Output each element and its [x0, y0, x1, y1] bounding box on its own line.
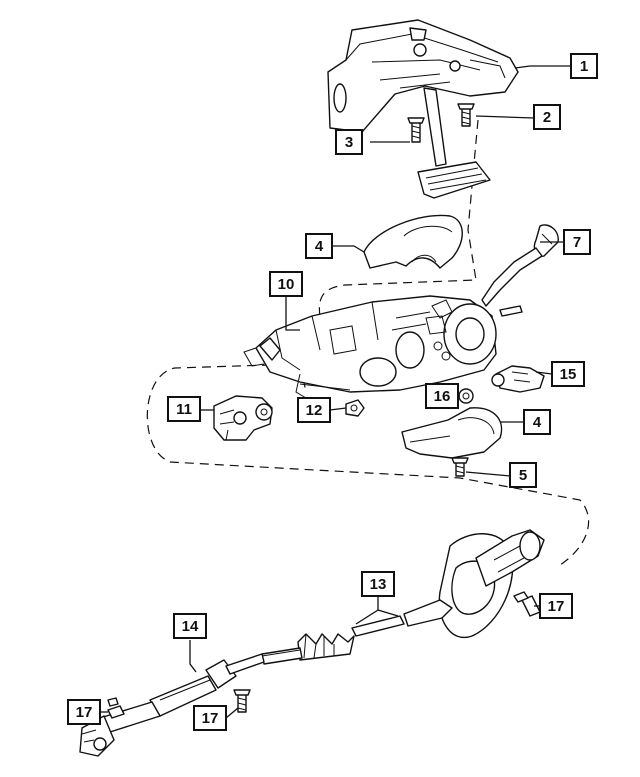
callout-17-bottom: 17 — [193, 705, 227, 731]
shroud-screw — [451, 457, 469, 477]
svg-text:11: 11 — [176, 401, 192, 418]
svg-text:17: 17 — [548, 598, 565, 615]
leader-lines — [98, 65, 570, 719]
svg-text:4: 4 — [533, 414, 542, 431]
svg-text:16: 16 — [434, 388, 451, 405]
multifunction-switch-stalk — [481, 224, 559, 307]
intermediate-shaft — [261, 615, 405, 665]
ignition-switch — [491, 365, 545, 393]
callout-15: 15 — [551, 361, 585, 387]
bracket-bolt — [457, 103, 475, 127]
svg-text:12: 12 — [306, 402, 323, 419]
svg-text:3: 3 — [345, 134, 353, 151]
svg-text:14: 14 — [182, 618, 199, 635]
upper-shroud — [363, 214, 463, 269]
svg-text:2: 2 — [543, 109, 551, 126]
svg-text:17: 17 — [76, 704, 93, 721]
lower-shroud — [401, 407, 503, 459]
brake-pedal — [417, 87, 491, 199]
steering-column-assembly — [243, 295, 523, 399]
steering-shaft-coupling — [403, 529, 545, 639]
assembly-group-outline — [146, 119, 590, 566]
callout-13: 13 — [361, 571, 395, 597]
callout-4-lower: 4 — [523, 409, 551, 435]
pedal-bracket — [327, 19, 519, 133]
tilt-mechanism — [213, 395, 273, 441]
callout-3: 3 — [335, 129, 363, 155]
bracket-bolt — [407, 117, 425, 143]
hex-nut — [345, 399, 365, 417]
callout-5: 5 — [509, 462, 537, 488]
coupling-bolt — [107, 697, 125, 719]
svg-text:5: 5 — [519, 467, 527, 484]
callout-2: 2 — [533, 104, 561, 130]
callout-4-upper: 4 — [305, 233, 333, 259]
callout-1: 1 — [570, 53, 598, 79]
callout-11: 11 — [167, 396, 201, 422]
svg-text:17: 17 — [202, 710, 219, 727]
callout-17-right: 17 — [539, 593, 573, 619]
callout-17-left: 17 — [67, 699, 101, 725]
callout-14: 14 — [173, 613, 207, 639]
coupling-bolt — [233, 689, 251, 713]
callout-12: 12 — [297, 397, 331, 423]
svg-text:7: 7 — [573, 234, 581, 251]
coupling-bolt — [513, 591, 541, 617]
hex-nut — [458, 388, 474, 404]
svg-text:1: 1 — [580, 58, 588, 75]
callout-7: 7 — [563, 229, 591, 255]
svg-text:10: 10 — [278, 276, 295, 293]
svg-text:4: 4 — [315, 238, 324, 255]
callout-10: 10 — [269, 271, 303, 297]
svg-text:13: 13 — [370, 576, 387, 593]
callout-16: 16 — [425, 383, 459, 409]
lower-steering-shaft — [79, 653, 265, 757]
svg-text:15: 15 — [560, 366, 577, 383]
